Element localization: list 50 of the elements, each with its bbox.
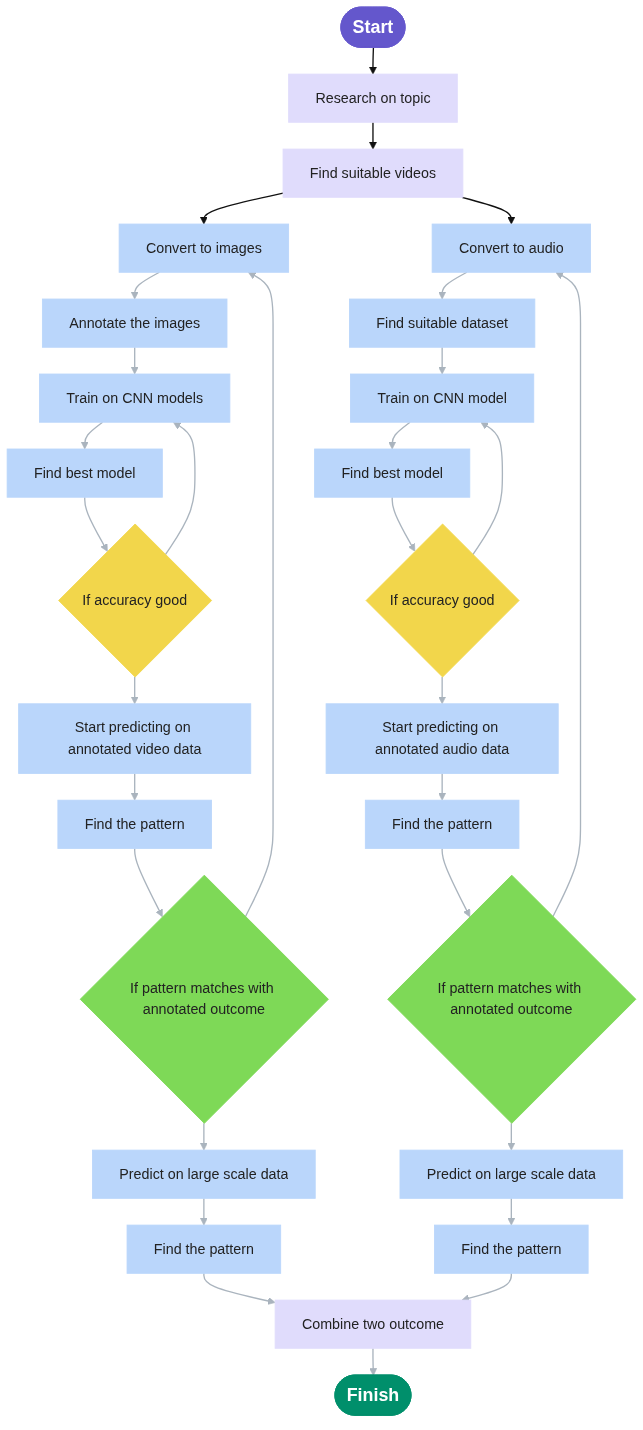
node-box: Find suitable videos [282, 148, 464, 198]
arrow [244, 271, 274, 918]
node-box: Research on topic [288, 73, 458, 123]
arrow [507, 1122, 516, 1151]
arrow [507, 1197, 516, 1226]
arrow [388, 421, 411, 450]
arrow [438, 271, 468, 300]
node-box: Find the pattern [434, 1224, 589, 1274]
arrow [199, 1122, 208, 1151]
node-box: Predict on large scale data [399, 1149, 624, 1199]
arrow [369, 121, 377, 150]
node-box: Train on CNN model [350, 373, 535, 423]
arrow [130, 772, 139, 801]
node-box: Annotate the images [41, 298, 228, 348]
arrow [438, 676, 447, 705]
node-box: Find the pattern [57, 799, 212, 849]
arrow [130, 676, 139, 705]
arrow [134, 847, 163, 918]
arrow [438, 772, 447, 801]
arrow [369, 47, 377, 75]
node-box: Predict on large scale data [92, 1149, 316, 1199]
arrow [441, 847, 471, 918]
node-box: Start predicting on annotated video data [18, 703, 252, 774]
node-box: Start predicting on annotated audio data [325, 703, 559, 774]
arrow [130, 346, 139, 375]
arrow [461, 196, 516, 225]
node-box: Convert to audio [431, 223, 591, 273]
node-box: Train on CNN models [39, 373, 231, 423]
node-diamond: If pattern matches with annotated outcome [79, 874, 329, 1124]
arrow [164, 421, 196, 556]
node-box: Convert to images [118, 223, 290, 273]
node-box: Find the pattern [126, 1224, 282, 1274]
node-diamond: If accuracy good [58, 523, 213, 678]
arrow [80, 421, 104, 450]
node-diamond: If pattern matches with annotated outcome [387, 874, 637, 1124]
arrow [199, 1197, 208, 1226]
node-diamond: If accuracy good [365, 523, 520, 678]
node-box: Find best model [314, 448, 471, 498]
arrow [391, 496, 416, 552]
arrow [552, 271, 582, 918]
arrow [84, 496, 108, 552]
node-box: Find the pattern [364, 799, 520, 849]
arrow [203, 1272, 276, 1305]
node-box: Find best model [6, 448, 163, 498]
node-box: Combine two outcome [274, 1299, 472, 1349]
arrow [438, 346, 447, 375]
node-box: Find suitable dataset [349, 298, 536, 348]
arrow [199, 192, 284, 225]
arrow [369, 1347, 378, 1376]
arrow [472, 421, 504, 556]
